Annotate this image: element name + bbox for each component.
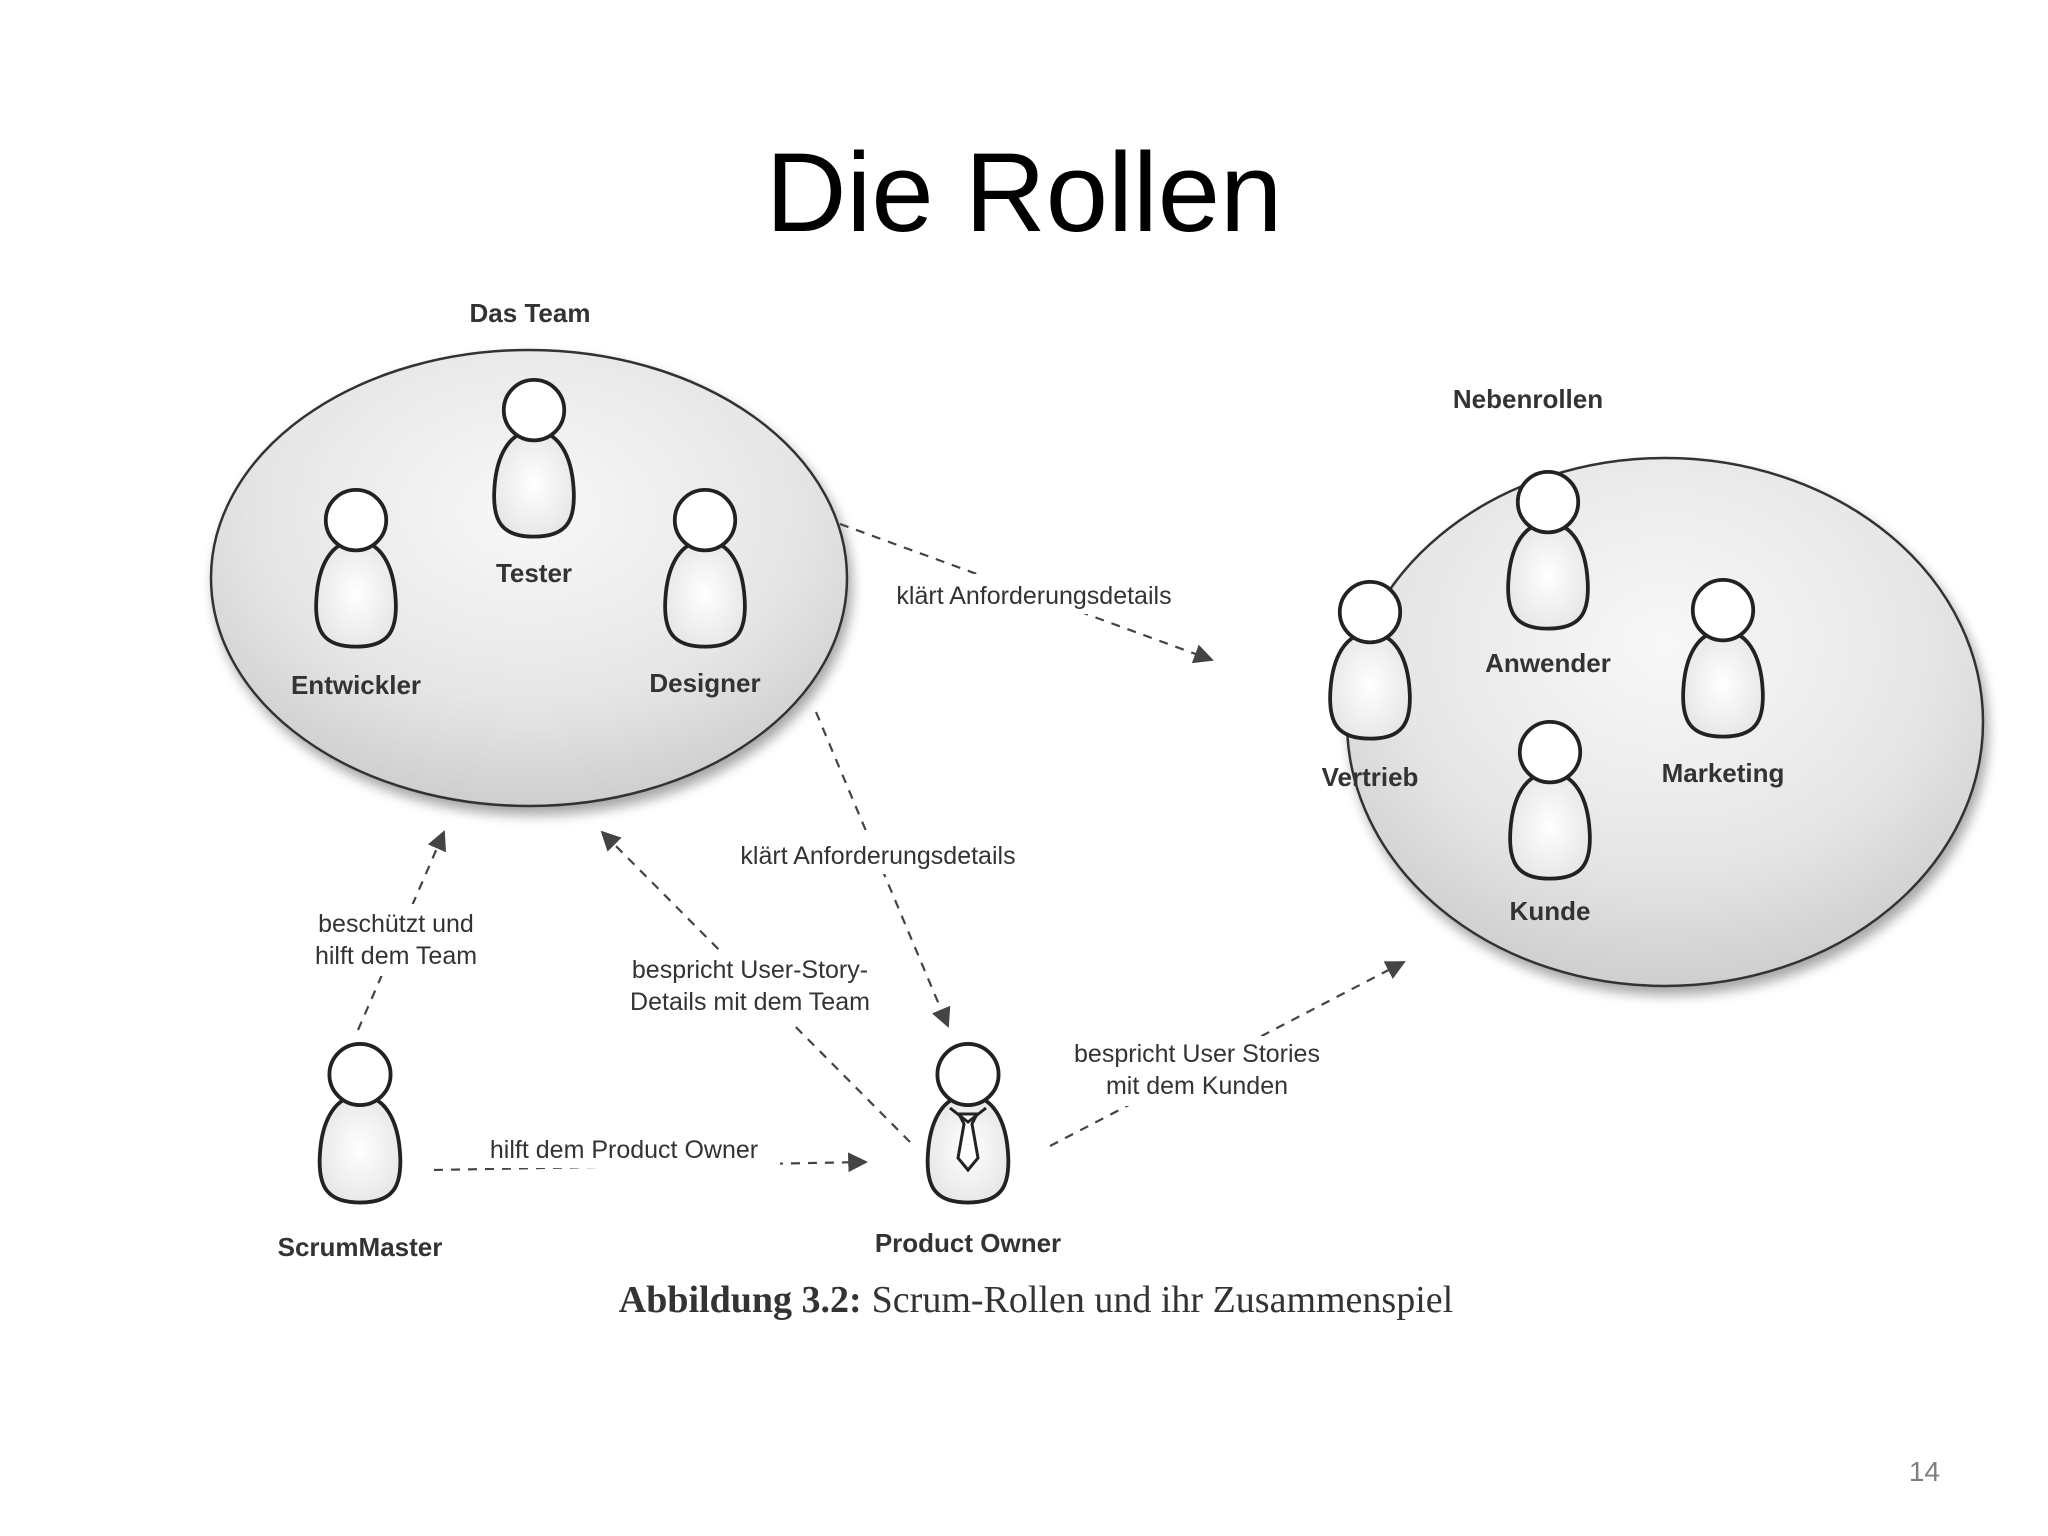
relation-label-po-to-customers-line1: bespricht User Stories xyxy=(1074,1040,1320,1068)
relation-label-backgrounds xyxy=(300,574,1342,1168)
kunde-person-icon xyxy=(1508,719,1592,881)
collar-icon xyxy=(949,1106,987,1124)
designer-label: Designer xyxy=(649,668,760,698)
arrow-po-to-team xyxy=(600,830,911,1143)
secondary-roles-label: Nebenrollen xyxy=(1453,384,1603,414)
marketing-person-icon xyxy=(1681,577,1765,739)
slide-title: Die Rollen xyxy=(765,130,1283,255)
vertrieb-label: Vertrieb xyxy=(1322,762,1419,792)
team-ellipse xyxy=(209,348,849,808)
relation-label-sm-to-team-line2: hilft dem Team xyxy=(315,942,477,970)
marketing-label: Marketing xyxy=(1662,758,1785,788)
entwickler-label: Entwickler xyxy=(291,670,421,700)
tester-person-icon xyxy=(492,377,576,539)
secondary-roles-ellipse xyxy=(1345,456,1985,988)
arrow-team-to-secondary xyxy=(839,522,1214,664)
scrummaster-person-icon xyxy=(317,1041,403,1205)
anwender-person-icon xyxy=(1506,469,1590,631)
figure-caption-text: Scrum-Rollen und ihr Zusammenspiel xyxy=(872,1279,1454,1321)
vertrieb-person-icon xyxy=(1328,579,1412,741)
arrow-sm-to-po xyxy=(433,1152,868,1173)
figure-caption-label: Abbildung 3.2: xyxy=(619,1279,862,1321)
team-group-label: Das Team xyxy=(470,298,591,328)
scrummaster-label: ScrumMaster xyxy=(278,1232,443,1262)
product-owner-group: Product Owner xyxy=(875,1041,1061,1258)
product-owner-label: Product Owner xyxy=(875,1228,1061,1258)
scrummaster-group: ScrumMaster xyxy=(278,1041,443,1262)
figure-caption: Abbildung 3.2:Scrum-Rollen und ihr Zusam… xyxy=(619,1279,1453,1321)
relation-label-team-to-secondary: klärt Anforderungsdetails xyxy=(896,582,1171,610)
kunde-label: Kunde xyxy=(1510,896,1591,926)
relation-label-po-to-team-line2: Details mit dem Team xyxy=(630,988,870,1016)
anwender-label: Anwender xyxy=(1485,648,1611,678)
relation-label-sm-to-team-line1: beschützt und xyxy=(318,910,474,938)
relation-label-po-to-team-line1: bespricht User-Story- xyxy=(632,956,868,984)
page-number: 14 xyxy=(1908,1456,1940,1487)
tester-label: Tester xyxy=(496,558,572,588)
secondary-roles-group: Nebenrollen Anwender Vertrieb Marketing … xyxy=(1322,384,1985,988)
designer-person-icon xyxy=(663,487,747,649)
relation-label-team-to-po: klärt Anforderungsdetails xyxy=(740,842,1015,870)
relation-label-po-to-customers-line2: mit dem Kunden xyxy=(1106,1072,1288,1100)
relation-label-sm-to-po: hilft dem Product Owner xyxy=(490,1136,758,1164)
entwickler-person-icon xyxy=(314,487,398,649)
team-group: Das Team Entwickler Tester Designer xyxy=(209,298,849,808)
